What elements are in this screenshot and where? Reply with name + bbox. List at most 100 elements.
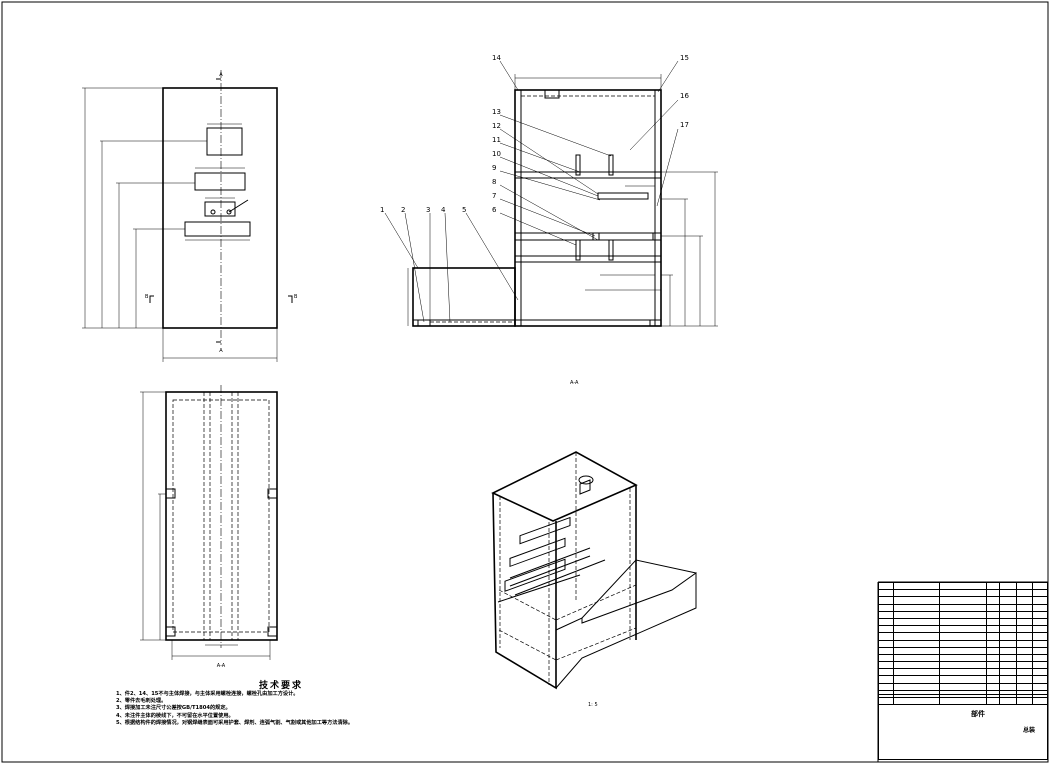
bom-cell	[893, 603, 941, 612]
bom-cell	[893, 653, 941, 663]
bom-cell	[877, 696, 895, 706]
bom-cell	[998, 682, 1018, 691]
bom-cell	[985, 646, 1000, 655]
bom-cell	[1031, 646, 1049, 655]
bom-cell	[939, 617, 987, 627]
section-view-caption: A-A	[570, 380, 579, 386]
requirement-item: 3、焊接加工未注尺寸公差按GB/T1804的规定。	[116, 705, 231, 712]
bom-row	[877, 632, 1049, 641]
bom-cell	[998, 639, 1018, 648]
bom-cell	[1016, 596, 1033, 605]
bom-cell	[985, 596, 1000, 605]
bom-row	[877, 603, 1049, 612]
callout-4: 4	[441, 206, 446, 214]
section-mark-left-b: B	[145, 294, 149, 300]
bom-row	[877, 668, 1049, 677]
callout-5: 5	[462, 206, 466, 214]
bom-cell	[1016, 682, 1033, 691]
bom-row	[877, 675, 1049, 684]
bom-cell	[998, 653, 1018, 663]
callout-16: 16	[680, 92, 689, 100]
bom-cell	[985, 675, 1000, 684]
bom-cell	[1031, 589, 1049, 598]
bom-cell	[877, 617, 895, 627]
bom-cell	[893, 610, 941, 619]
bom-cell	[893, 589, 941, 598]
bom-cell	[893, 625, 941, 634]
bom-cell	[877, 646, 895, 655]
callout-1: 1	[380, 206, 384, 214]
bom-cell	[877, 589, 895, 598]
bom-cell	[1016, 610, 1033, 619]
bom-cell	[877, 653, 895, 663]
bom-cell	[877, 639, 895, 648]
bom-row	[877, 661, 1049, 670]
bom-cell	[1031, 581, 1049, 591]
part-name: 部件	[971, 710, 985, 718]
bom-cell	[1031, 696, 1049, 706]
bom-cell	[877, 682, 895, 691]
section-mark-top-a: A	[219, 72, 223, 78]
bom-cell	[1031, 653, 1049, 663]
bom-cell	[939, 646, 987, 655]
bom-cell	[985, 661, 1000, 670]
bom-cell	[939, 696, 987, 706]
requirement-item: 4、未注件主体的棱线下，不可留在水平位置使用。	[116, 712, 234, 719]
callout-13: 13	[492, 108, 501, 116]
bom-cell	[1031, 675, 1049, 684]
requirement-item: 5、根据结构件的焊接情况，对钢焊缝表面可采用护套、焊剂、连弧气割、气割或其他加工…	[116, 719, 354, 726]
bom-cell	[1016, 632, 1033, 641]
bom-cell	[1031, 661, 1049, 670]
callout-12: 12	[492, 122, 501, 130]
bom-row	[877, 610, 1049, 619]
callout-8: 8	[492, 178, 496, 186]
bom-cell	[939, 653, 987, 663]
bom-cell	[939, 661, 987, 670]
bom-cell	[893, 668, 941, 677]
bom-row	[877, 639, 1049, 648]
bom-cell	[877, 668, 895, 677]
requirement-item: 1、件2、14、15不与主体焊接，与主体采用螺栓连接，螺栓孔由加工方设计。	[116, 691, 299, 697]
bom-cell	[985, 617, 1000, 627]
bom-row	[877, 625, 1049, 634]
section-view: 1 2 3 4 5 6 7 8 9 10 11 12 13 14 15 16 1…	[380, 54, 718, 386]
bom-cell	[985, 625, 1000, 634]
bom-cell	[998, 675, 1018, 684]
bom-cell	[939, 581, 987, 591]
bom-cell	[893, 646, 941, 655]
bom-cell	[985, 632, 1000, 641]
bom-cell	[877, 625, 895, 634]
technical-requirements: 技术要求 1、件2、14、15不与主体焊接，与主体采用螺栓连接，螺栓孔由加工方设…	[116, 678, 446, 727]
bom-cell	[1016, 653, 1033, 663]
bom-cell	[1016, 589, 1033, 598]
bom-cell	[893, 639, 941, 648]
bom-cell	[877, 675, 895, 684]
requirement-item: 2、零件去毛刺处理。	[116, 698, 167, 705]
callout-7: 7	[492, 192, 496, 200]
bom-cell	[1016, 639, 1033, 648]
section-mark-bottom-a: A	[219, 348, 223, 354]
bom-cell	[998, 625, 1018, 634]
bom-cell	[985, 639, 1000, 648]
top-view: A A B B	[82, 70, 298, 362]
bom-cell	[939, 668, 987, 677]
bom-cell	[998, 596, 1018, 605]
bom-cell	[998, 589, 1018, 598]
bom-cell	[1016, 625, 1033, 634]
bom-cell	[998, 610, 1018, 619]
bom-cell	[877, 596, 895, 605]
bom-row	[877, 646, 1049, 655]
bom-cell	[1031, 617, 1049, 627]
bom-cell	[893, 661, 941, 670]
bom-cell	[1016, 661, 1033, 670]
bom-cell	[998, 632, 1018, 641]
bom-cell	[1016, 646, 1033, 655]
bom-cell	[939, 610, 987, 619]
bom-cell	[939, 639, 987, 648]
bom-cell	[1031, 632, 1049, 641]
iso-scale-label: 1: 5	[588, 702, 598, 708]
bom-row	[877, 653, 1049, 663]
callout-15: 15	[680, 54, 689, 62]
